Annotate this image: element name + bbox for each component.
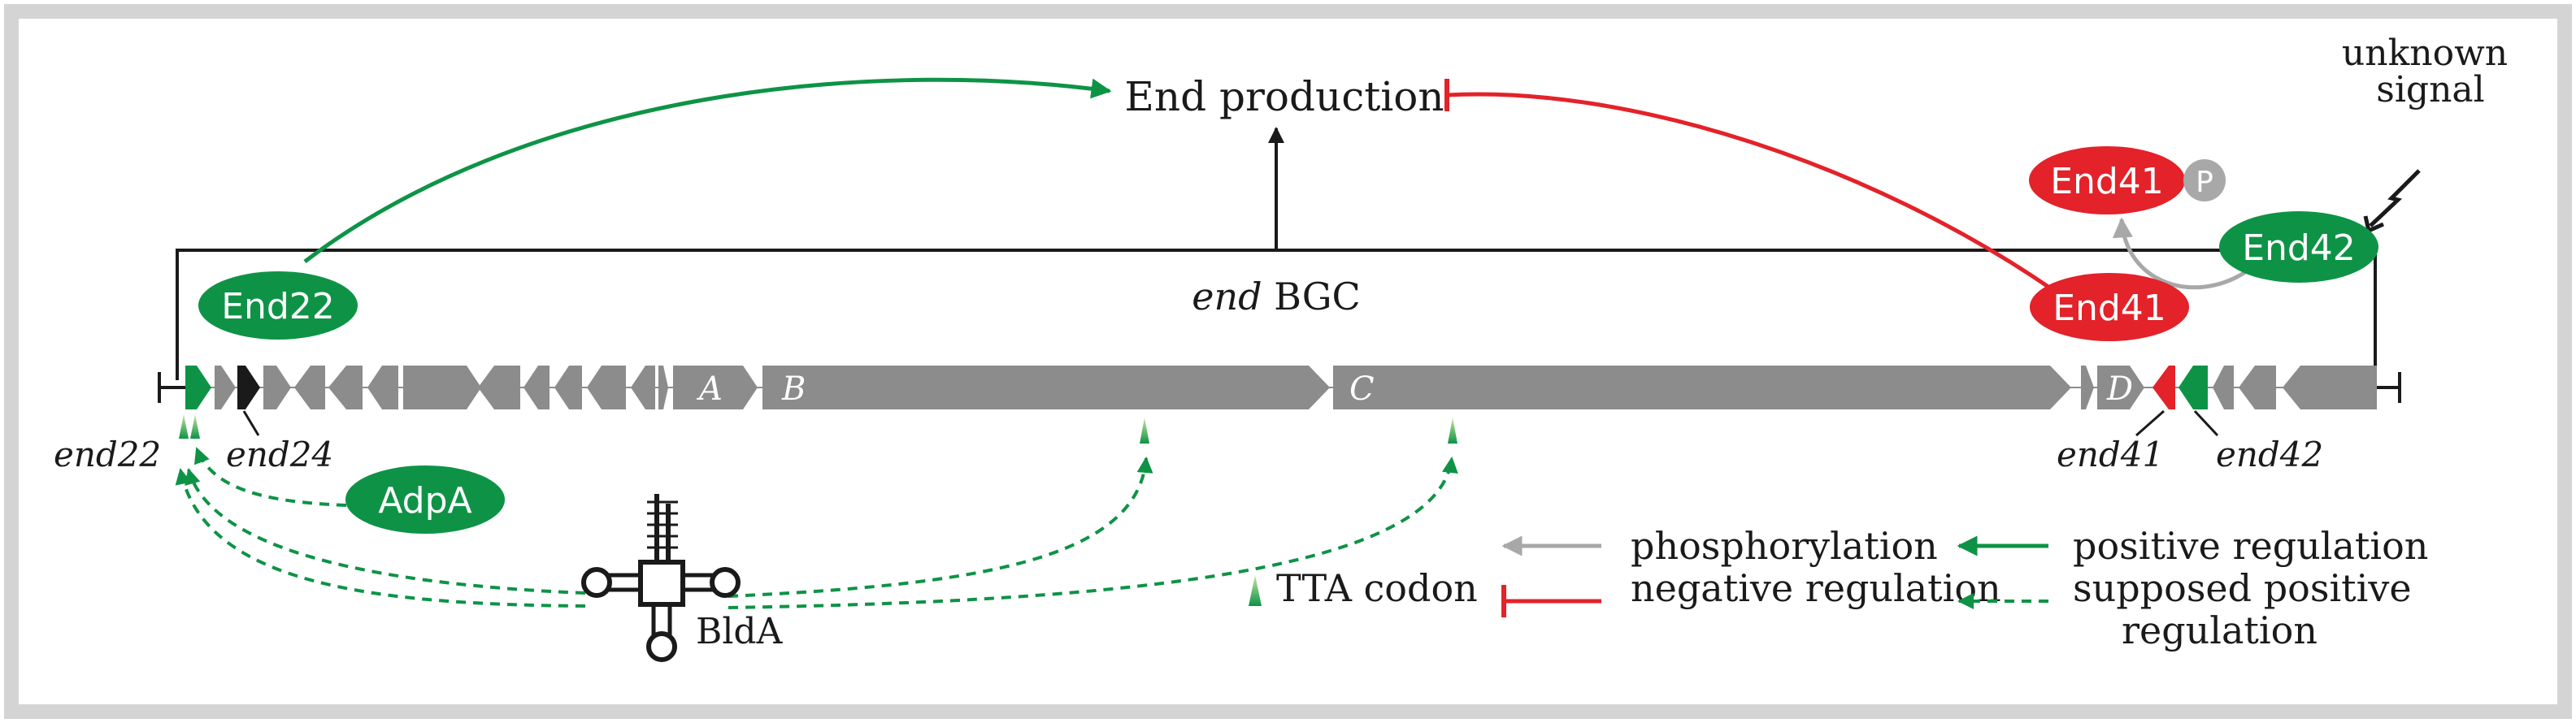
legend-negative-regulation: negative regulation xyxy=(1631,566,2001,610)
gene-end22 xyxy=(185,366,211,409)
tta-marker-end22-b xyxy=(190,414,200,439)
gene-C xyxy=(1333,366,2071,409)
gene-end42 xyxy=(2179,366,2208,409)
bldA-label: BldA xyxy=(696,611,784,652)
legend: phosphorylation positive regulation TTA … xyxy=(1249,524,2428,652)
adpa-to-end22-dashed xyxy=(193,447,347,507)
svg-text:End41: End41 xyxy=(2053,288,2166,329)
end22-protein: End22 xyxy=(198,271,358,340)
label-end22: end22 xyxy=(54,435,161,474)
adpa-protein: AdpA xyxy=(345,465,505,534)
legend-positive-regulation: positive regulation xyxy=(2073,524,2428,568)
gene-label-C: C xyxy=(1349,370,1375,408)
svg-text:End42: End42 xyxy=(2242,227,2356,269)
svg-text:End41: End41 xyxy=(2050,161,2164,202)
label-end24: end24 xyxy=(226,435,333,474)
svg-text:P: P xyxy=(2196,166,2213,199)
label-end42: end42 xyxy=(2216,435,2323,474)
end22-activation-arrow xyxy=(303,77,1112,263)
legend-tta-icon xyxy=(1249,575,1262,606)
end42-protein: End42 xyxy=(2219,211,2378,283)
svg-text:AdpA: AdpA xyxy=(378,480,471,522)
bldA-to-C-dashed xyxy=(728,457,1458,609)
legend-phosphorylation: phosphorylation xyxy=(1631,524,1938,568)
phosphorylation-arrow xyxy=(2112,217,2247,290)
tta-marker-end22-a xyxy=(179,414,189,439)
lightning-icon xyxy=(2369,169,2421,227)
bldA-to-B-dashed xyxy=(728,457,1153,598)
gene-label-A: A xyxy=(696,370,723,408)
gene-end41 xyxy=(2152,366,2175,409)
signal-label: unknown signal xyxy=(2342,32,2519,110)
gene-cluster xyxy=(158,366,2401,409)
gene-D xyxy=(2097,366,2144,409)
phosphate-badge: P xyxy=(2183,159,2226,201)
bldA-to-end22-dashed-1 xyxy=(185,468,586,595)
gene-A xyxy=(673,366,758,409)
end41-inhibition-line xyxy=(1446,92,2058,295)
tta-marker-C xyxy=(1448,418,1457,444)
svg-text:End22: End22 xyxy=(221,286,335,327)
cluster-label: end BGC xyxy=(1192,275,1361,318)
end41-phospho-protein: End41 xyxy=(2029,146,2185,214)
legend-tta-codon: TTA codon xyxy=(1276,566,1478,610)
label-end41: end41 xyxy=(2057,435,2164,474)
tta-marker-B xyxy=(1140,418,1149,444)
leader-end24 xyxy=(242,410,260,436)
gene-end24 xyxy=(237,366,260,409)
bldA-to-end22-dashed-2 xyxy=(175,468,586,608)
legend-supposed-regulation: supposed positive regulation xyxy=(2073,566,2423,652)
gene-label-B: B xyxy=(781,370,806,408)
gene-label-D: D xyxy=(2106,370,2133,408)
leader-end42 xyxy=(2193,409,2219,437)
leader-end41 xyxy=(2135,409,2165,437)
end-production-label: End production xyxy=(1124,73,1444,120)
figure-frame xyxy=(4,4,2572,719)
gene-B xyxy=(762,366,1330,409)
bldA-trna-icon xyxy=(581,494,741,662)
end41-bound-protein: End41 xyxy=(2030,273,2189,341)
